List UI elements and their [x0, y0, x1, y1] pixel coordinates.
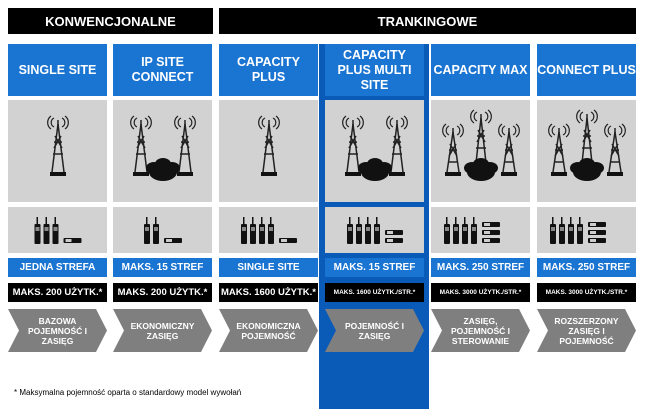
benefit-chevron: BAZOWA POJEMNOŚĆ I ZASIĘG: [8, 309, 107, 352]
tower-icon: [497, 123, 520, 176]
benefit-chevron: ROZSZERZONY ZASIĘG I POJEMNOŚĆ: [537, 309, 636, 352]
tower-icon: [441, 123, 464, 176]
handheld-radio-icon: [267, 217, 274, 244]
system-column-3: CAPACITY PLUS SINGLE SITE MAKS. 1600 UŻYTK…: [219, 44, 318, 352]
conventional-header: KONWENCJONALNE: [8, 8, 213, 34]
handheld-radio-icon: [576, 217, 583, 244]
system-column-2: IP SITE CONNECT MAKS. 15 STREF MAKS. 200 U…: [113, 44, 212, 352]
tower-diagram: [113, 100, 212, 202]
handheld-radio-icon: [43, 217, 49, 244]
cloud-icon: [357, 158, 392, 181]
radio-devices: [325, 207, 424, 253]
handheld-radio-icon: [452, 217, 459, 244]
system-column-6: CONNECT PLUS MAKS. 250 STREF MAKS. 3000 UŻ…: [537, 44, 636, 352]
system-title: CAPACITY PLUS: [219, 44, 318, 96]
mobile-radio-icon: [481, 222, 500, 227]
handheld-radio-icon: [567, 217, 574, 244]
benefit-text: EKONOMICZNA POJEMNOŚĆ: [236, 320, 301, 341]
handheld-radio-icon: [373, 217, 380, 244]
system-column-5: CAPACITY MAX MAKS. 250 STREF MAKS. 3000 UŻ…: [431, 44, 530, 352]
mobile-radio-icon: [481, 238, 500, 243]
system-column-1: SINGLE SITE JEDNA STREFA MAKS. 200 UŻYTK.*…: [8, 44, 107, 352]
radio-devices: [8, 207, 107, 253]
cloud-icon: [463, 158, 498, 181]
benefit-text: EKONOMICZNY ZASIĘG: [130, 320, 195, 341]
radio-devices: [431, 207, 530, 253]
handheld-radio-icon: [549, 217, 556, 244]
handheld-radio-icon: [240, 217, 247, 244]
handheld-radio-icon: [152, 217, 159, 244]
radio-devices: [219, 207, 318, 253]
handheld-radio-icon: [364, 217, 371, 244]
tower-diagram: [219, 100, 318, 202]
mobile-radio-icon: [587, 230, 606, 235]
benefit-chevron: POJEMNOŚĆ I ZASIĘG: [325, 309, 424, 352]
benefit-chevron: EKONOMICZNA POJEMNOŚĆ: [219, 309, 318, 352]
cloud-icon: [145, 158, 180, 181]
benefit-chevron: EKONOMICZNY ZASIĘG: [113, 309, 212, 352]
mobile-radio-icon: [63, 238, 81, 243]
sites-label: MAKS. 15 STREF: [113, 258, 212, 277]
users-label: MAKS. 200 UŻYTK.*: [113, 283, 212, 302]
users-label: MAKS. 1600 UŻYTK.*: [219, 283, 318, 302]
benefit-text: BAZOWA POJEMNOŚĆ I ZASIĘG: [27, 315, 88, 346]
system-title: IP SITE CONNECT: [113, 44, 212, 96]
benefit-text: ROZSZERZONY ZASIĘG I POJEMNOŚĆ: [554, 315, 619, 346]
sites-label: SINGLE SITE: [219, 258, 318, 277]
users-label: MAKS. 1600 UŻYTK./STR.*: [325, 283, 424, 302]
benefit-text: ZASIĘG, POJEMNOŚĆ I STEROWANIE: [450, 315, 511, 346]
radio-devices: [537, 207, 636, 253]
mobile-radio-icon: [384, 238, 403, 243]
handheld-radio-icon: [355, 217, 362, 244]
tower-icon: [603, 123, 626, 176]
mobile-radio-icon: [384, 230, 403, 235]
tower-icon: [129, 115, 152, 176]
users-label: MAKS. 3000 UŻYTK./STR.*: [431, 283, 530, 302]
tower-icon: [46, 115, 69, 176]
system-title: CAPACITY PLUS MULTI SITE: [325, 44, 424, 96]
benefit-chevron: ZASIĘG, POJEMNOŚĆ I STEROWANIE: [431, 309, 530, 352]
handheld-radio-icon: [346, 217, 353, 244]
mobile-radio-icon: [587, 238, 606, 243]
sites-label: JEDNA STREFA: [8, 258, 107, 277]
tower-diagram: [8, 100, 107, 202]
tower-icon: [173, 115, 196, 176]
mobile-radio-icon: [481, 230, 500, 235]
benefit-text: POJEMNOŚĆ I ZASIĘG: [344, 320, 405, 341]
handheld-radio-icon: [52, 217, 58, 244]
radio-devices: [113, 207, 212, 253]
system-column-4: CAPACITY PLUS MULTI SITE MAKS. 15 STREF MA…: [325, 44, 424, 352]
tower-diagram: [537, 100, 636, 202]
system-title: CAPACITY MAX: [431, 44, 530, 96]
tower-icon: [547, 123, 570, 176]
users-label: MAKS. 3000 UŻYTK./STR.*: [537, 283, 636, 302]
system-title: SINGLE SITE: [8, 44, 107, 96]
mobile-radio-icon: [163, 238, 182, 243]
sites-label: MAKS. 15 STREF: [325, 258, 424, 277]
mobile-radio-icon: [587, 222, 606, 227]
footnote: * Maksymalna pojemność oparta o standard…: [14, 388, 242, 397]
tower-diagram: [431, 100, 530, 202]
users-label: MAKS. 200 UŻYTK.*: [8, 283, 107, 302]
tower-icon: [257, 115, 280, 176]
handheld-radio-icon: [34, 217, 40, 244]
mobile-radio-icon: [278, 238, 297, 243]
tower-icon: [385, 115, 408, 176]
tower-icon: [341, 115, 364, 176]
trunking-header: TRANKINGOWE: [219, 8, 636, 34]
sites-label: MAKS. 250 STREF: [431, 258, 530, 277]
handheld-radio-icon: [143, 217, 150, 244]
handheld-radio-icon: [558, 217, 565, 244]
cloud-icon: [569, 158, 604, 181]
handheld-radio-icon: [470, 217, 477, 244]
handheld-radio-icon: [443, 217, 450, 244]
sites-label: MAKS. 250 STREF: [537, 258, 636, 277]
handheld-radio-icon: [461, 217, 468, 244]
tower-diagram: [325, 100, 424, 202]
handheld-radio-icon: [249, 217, 256, 244]
handheld-radio-icon: [258, 217, 265, 244]
system-title: CONNECT PLUS: [537, 44, 636, 96]
